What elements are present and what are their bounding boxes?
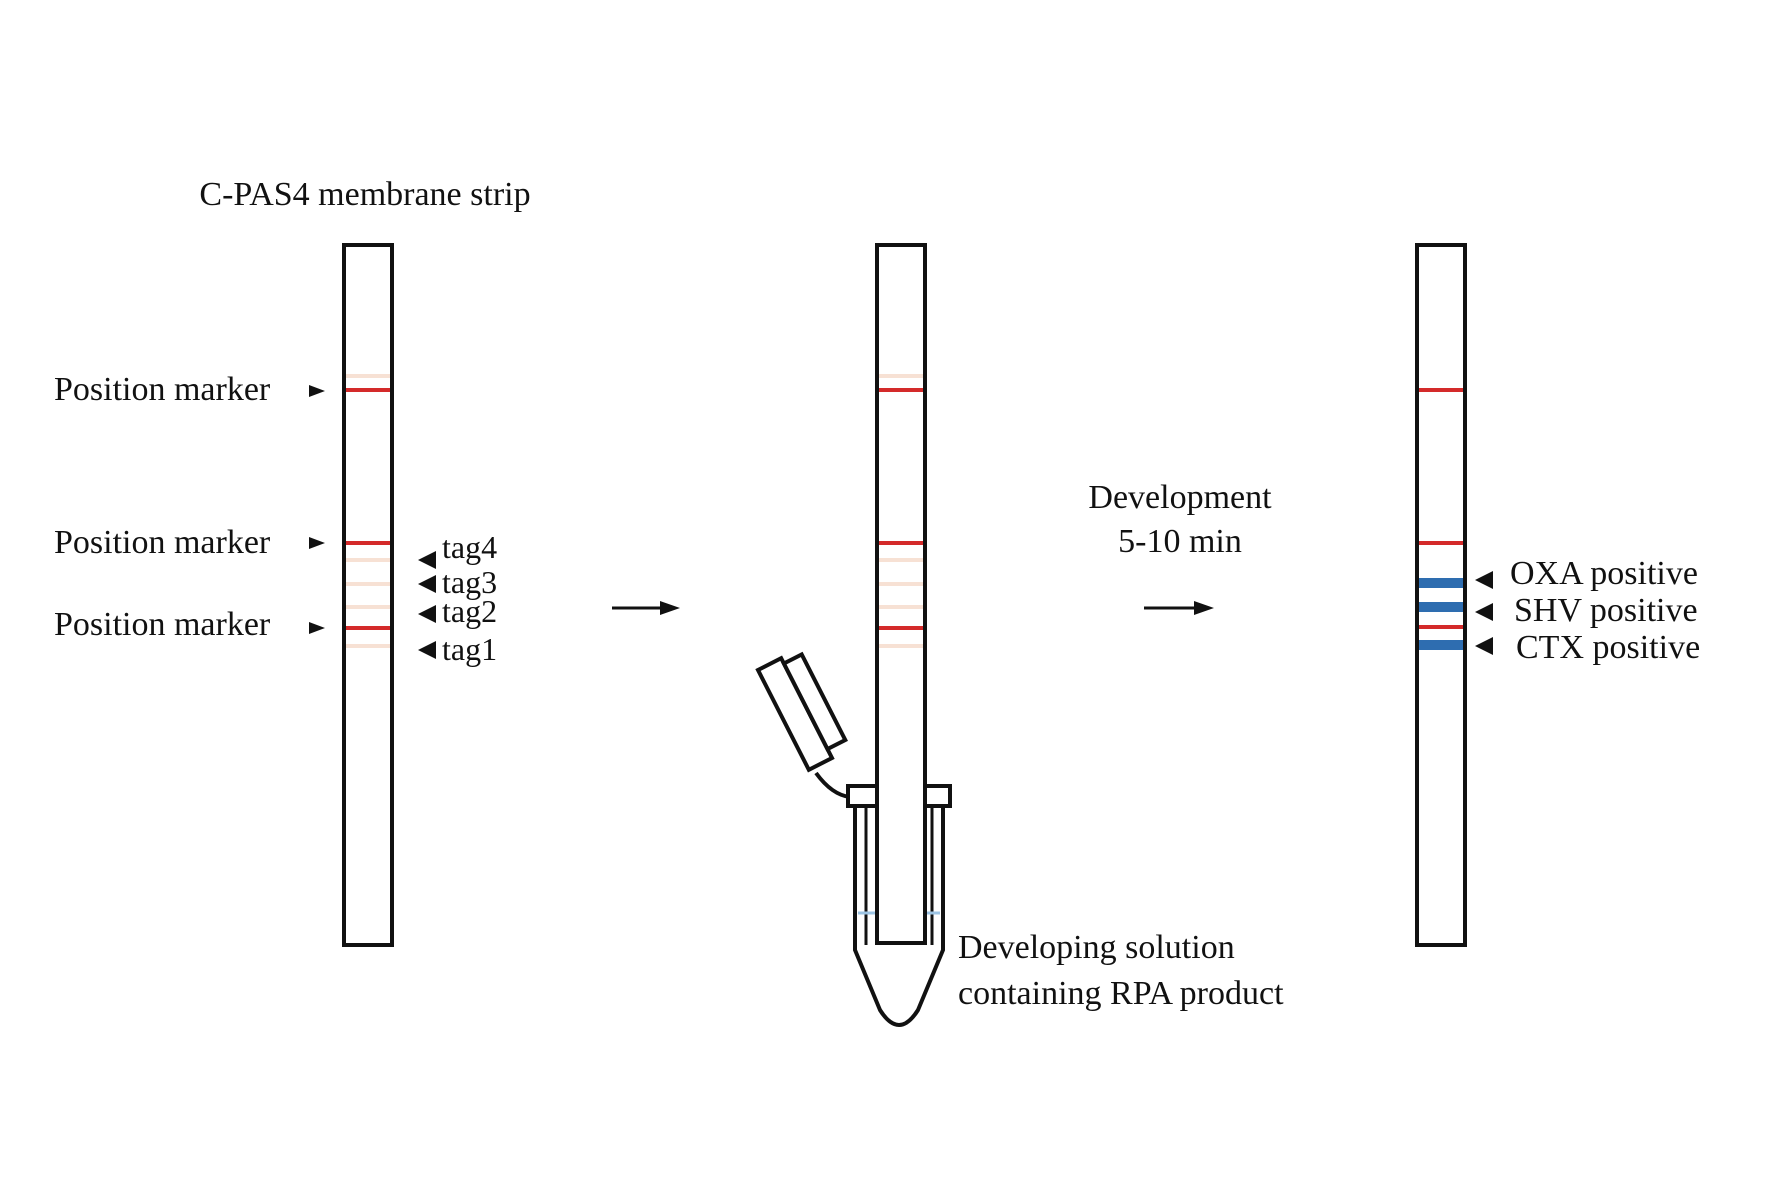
strip-initial-body: [342, 243, 394, 947]
arrowhead-left-icon: [1475, 571, 1493, 589]
position-marker-label-low: Position marker: [54, 606, 271, 643]
strip-result-body: [1415, 243, 1467, 947]
tube-hinge: [814, 771, 851, 799]
development-time: 5-10 min: [1118, 523, 1242, 560]
tube-lid-icon: [755, 651, 848, 773]
arrow-right-icon: [660, 601, 680, 615]
position-marker-label-top: Position marker: [54, 371, 271, 408]
tube-outer-wall: [853, 806, 945, 1027]
arrowhead-left-icon: [1475, 637, 1493, 655]
arrow-right-icon: [1194, 601, 1214, 615]
strip-in-tube-body: [875, 243, 927, 945]
diagram-title: C-PAS4 membrane strip: [199, 176, 530, 213]
solution-label-line1: Developing solution: [958, 929, 1235, 966]
arrowhead-left-icon: [418, 551, 436, 569]
position-marker-label-mid: Position marker: [54, 524, 271, 561]
ctx-positive-label: CTX positive: [1516, 629, 1700, 666]
arrowhead-left-icon: [1475, 603, 1493, 621]
strip-result: [1415, 243, 1467, 947]
tag2-label: tag2: [442, 593, 497, 629]
development-label: Development: [1088, 479, 1272, 516]
tag4-label: tag4: [442, 529, 497, 565]
tag3-label: tag3: [442, 564, 497, 600]
arrowhead-right-icon: [309, 385, 325, 397]
step-arrow-2: [1144, 601, 1214, 615]
arrowhead-right-icon: [309, 622, 325, 634]
strip-in-tube: [875, 243, 927, 945]
solution-label-line2: containing RPA product: [958, 975, 1284, 1012]
shv-positive-label: SHV positive: [1514, 592, 1698, 629]
arrowhead-left-icon: [418, 641, 436, 659]
arrowhead-left-icon: [418, 575, 436, 593]
oxa-positive-label: OXA positive: [1510, 555, 1698, 592]
strip-initial: [342, 243, 394, 947]
step-arrow-1: [612, 601, 680, 615]
arrowhead-right-icon: [309, 537, 325, 549]
tag1-label: tag1: [442, 631, 497, 667]
arrowhead-left-icon: [418, 605, 436, 623]
